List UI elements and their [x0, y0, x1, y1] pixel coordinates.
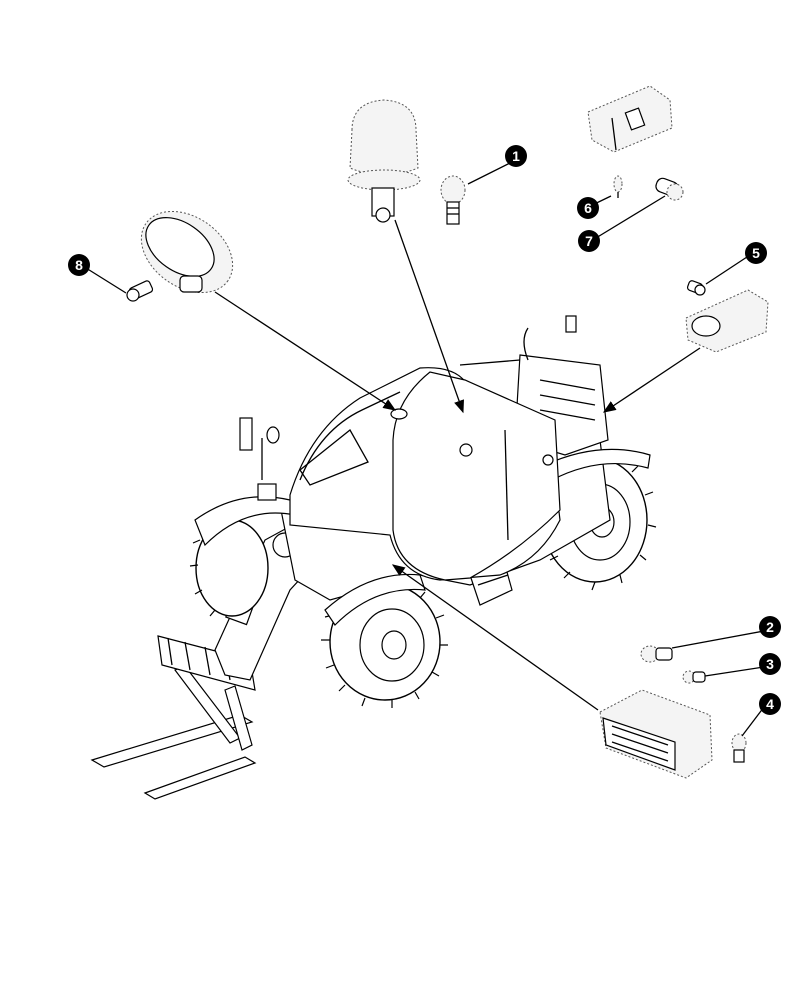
bulb-3-icon — [682, 670, 706, 684]
front-right-tire — [321, 577, 448, 708]
svg-text:2: 2 — [766, 619, 774, 635]
bulb-8-icon — [126, 280, 154, 302]
cab — [289, 359, 561, 581]
svg-text:5: 5 — [752, 245, 760, 261]
callout-3: 3 — [759, 653, 781, 675]
headlamp — [599, 689, 713, 779]
bulb-5-icon — [686, 280, 706, 296]
callout-7: 7 — [578, 230, 600, 252]
svg-text:1: 1 — [512, 148, 520, 164]
svg-text:6: 6 — [584, 200, 592, 216]
bulb-6-icon — [613, 175, 623, 198]
svg-text:7: 7 — [585, 233, 593, 249]
work-lamp — [140, 210, 234, 294]
callout-8: 8 — [68, 254, 90, 276]
side-mirror — [239, 417, 280, 501]
side-lamp — [685, 289, 769, 353]
callout-1: 1 — [505, 145, 527, 167]
callout-4: 4 — [759, 693, 781, 715]
bulb-2-icon — [640, 645, 673, 663]
rear-marker-lamp — [587, 85, 673, 153]
callout-6: 6 — [577, 197, 599, 219]
telehandler-machine — [90, 315, 657, 800]
svg-text:4: 4 — [766, 696, 774, 712]
bulb-7-icon — [655, 177, 684, 201]
rotating-beacon — [347, 99, 421, 223]
callout-2: 2 — [759, 616, 781, 638]
bulb-1-icon — [440, 175, 466, 225]
svg-text:8: 8 — [75, 257, 83, 273]
bulb-4-icon — [731, 733, 747, 763]
callout-5: 5 — [745, 242, 767, 264]
svg-text:3: 3 — [766, 656, 774, 672]
